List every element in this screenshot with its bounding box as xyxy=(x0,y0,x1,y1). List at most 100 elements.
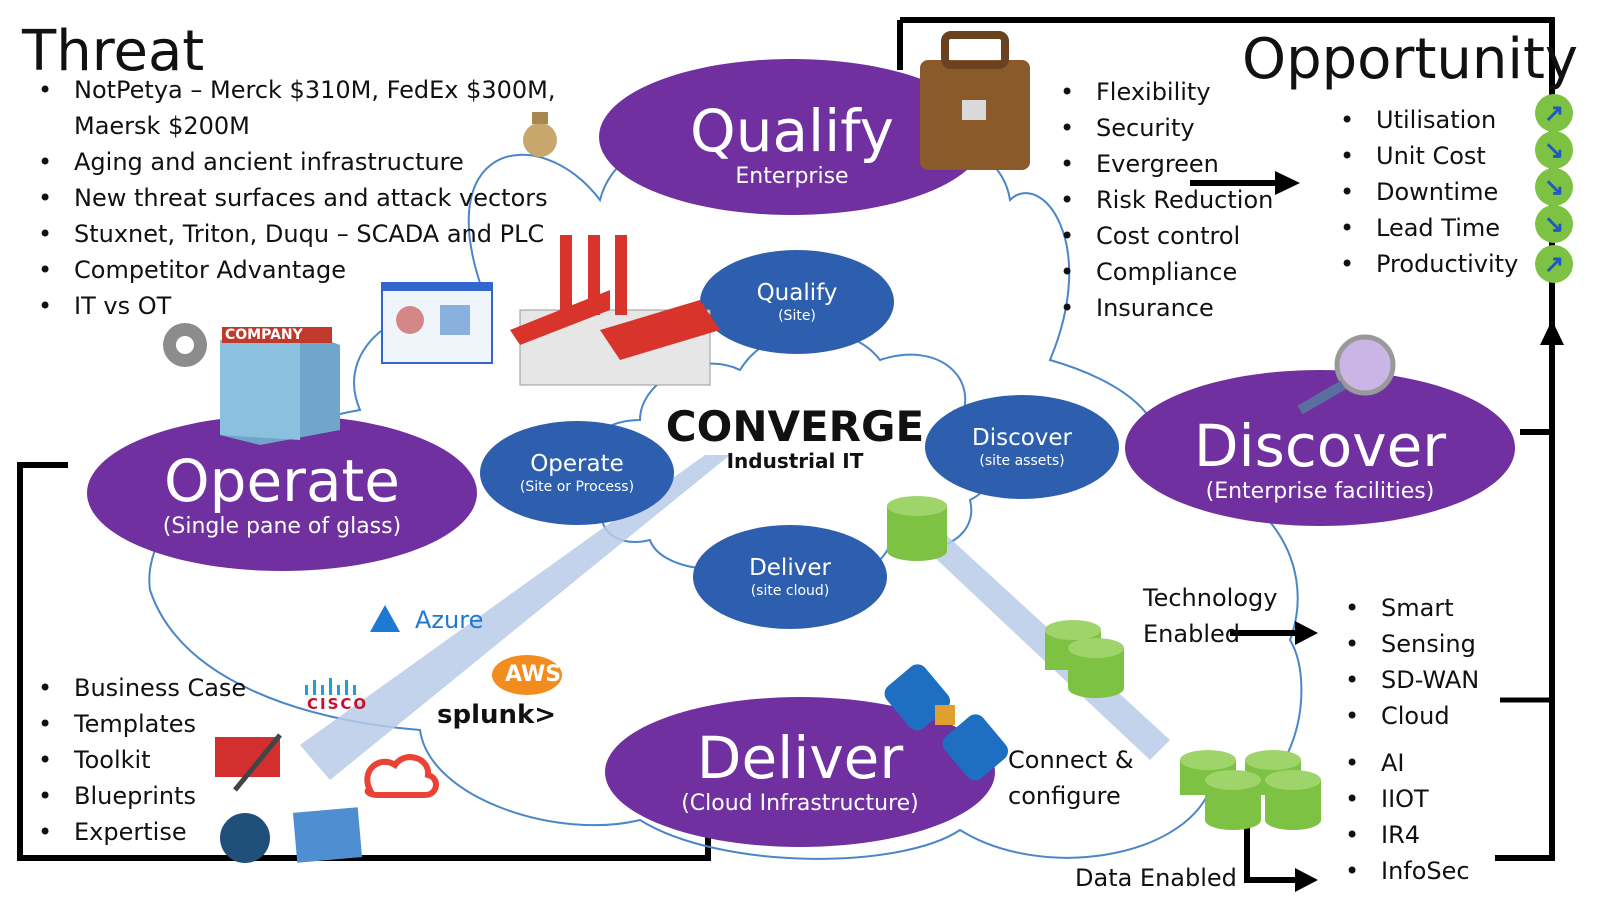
toolkit-item: Templates xyxy=(28,706,258,742)
node-title: Deliver xyxy=(749,555,831,581)
tech-item: Smart xyxy=(1335,590,1535,626)
discover-node: Discover (Enterprise facilities) xyxy=(1128,412,1512,505)
opportunity-item: Utilisation xyxy=(1330,102,1540,138)
opportunity-item: Productivity xyxy=(1330,246,1540,282)
database-icon-2 xyxy=(1045,620,1124,698)
frame-right xyxy=(1495,432,1555,861)
toolkit-list: Business Case Templates Toolkit Blueprin… xyxy=(28,670,258,850)
data-item: AI xyxy=(1335,745,1495,781)
azure-label: Azure xyxy=(415,606,484,634)
opportunity-item: Unit Cost xyxy=(1330,138,1540,174)
data-item: IIOT xyxy=(1335,781,1495,817)
threat-item: New threat surfaces and attack vectors xyxy=(28,180,588,216)
connect-label-2: configure xyxy=(1008,782,1121,810)
aws-label: AWS xyxy=(505,662,562,687)
google-cloud-logo xyxy=(364,754,439,798)
benefit-item: Risk Reduction xyxy=(1050,182,1280,218)
discover-site-ellipse xyxy=(925,395,1119,499)
database-icon-1 xyxy=(887,496,947,561)
tech-enabled-label-2: Enabled xyxy=(1143,620,1240,648)
tech-item: Cloud xyxy=(1335,698,1535,734)
trend-down-icon: ↘ xyxy=(1535,131,1573,169)
threat-item: IT vs OT xyxy=(28,288,588,324)
data-enabled-list: AI IIOT IR4 InfoSec xyxy=(1335,745,1495,889)
benefits-list: Flexibility Security Evergreen Risk Redu… xyxy=(1050,74,1280,326)
company-sign: COMPANY xyxy=(225,327,303,343)
deliver-ellipse xyxy=(605,697,995,847)
toolkit-item: Toolkit xyxy=(28,742,258,778)
benefit-item: Flexibility xyxy=(1050,74,1280,110)
frame-bottom-left xyxy=(17,462,711,861)
center-subtitle: Industrial IT xyxy=(726,449,864,474)
node-title: Operate xyxy=(164,447,400,515)
threat-list: NotPetya – Merck $310M, FedEx $300M, Mae… xyxy=(28,72,588,324)
arrow-data-enabled xyxy=(1295,868,1318,892)
benefit-item: Security xyxy=(1050,110,1280,146)
data-enabled-label: Data Enabled xyxy=(1075,864,1237,892)
trend-down-icon: ↘ xyxy=(1535,205,1573,243)
tech-enabled-label-1: Technology xyxy=(1143,584,1278,612)
beam-left xyxy=(300,455,730,780)
center-label: CONVERGE Industrial IT xyxy=(665,402,925,474)
node-title: Deliver xyxy=(696,724,904,792)
arrow-benefits-to-opportunity xyxy=(1275,171,1300,195)
benefit-item: Evergreen xyxy=(1050,146,1280,182)
magnifier-icon xyxy=(1297,334,1396,415)
qualify-site-ellipse xyxy=(700,250,894,354)
node-title: Discover xyxy=(1193,412,1447,480)
center-title: CONVERGE xyxy=(665,402,925,451)
operate-node: Operate (Single pane of glass) xyxy=(90,447,474,540)
node-title: Discover xyxy=(971,425,1073,451)
data-item: IR4 xyxy=(1335,817,1495,853)
threat-item: Stuxnet, Triton, Duqu – SCADA and PLC xyxy=(28,216,588,252)
qualify-enterprise-node: Qualify Enterprise xyxy=(600,97,984,190)
operate-ellipse xyxy=(87,415,477,571)
cisco-logo-bars xyxy=(305,678,356,695)
trend-up-icon: ↗ xyxy=(1535,245,1573,283)
up-arrowhead xyxy=(1540,320,1564,345)
opportunity-item: Lead Time xyxy=(1330,210,1540,246)
deliver-site-node: Deliver (site cloud) xyxy=(693,555,887,599)
deliver-site-ellipse xyxy=(693,525,887,629)
threat-title: Threat xyxy=(22,19,205,84)
node-subtitle: (Cloud Infrastructure) xyxy=(681,790,919,816)
discover-ellipse xyxy=(1125,370,1515,526)
qualify-site-node: Qualify (Site) xyxy=(700,280,894,324)
node-subtitle: (Enterprise facilities) xyxy=(1205,478,1435,504)
opportunity-list: Utilisation Unit Cost Downtime Lead Time… xyxy=(1330,102,1540,282)
toolkit-item: Expertise xyxy=(28,814,258,850)
opportunity-title: Opportunity xyxy=(1242,27,1579,92)
trend-up-icon: ↗ xyxy=(1535,94,1573,132)
company-building-icon xyxy=(220,327,340,445)
beam-right xyxy=(900,520,1170,760)
splunk-label: splunk> xyxy=(437,700,557,730)
benefit-item: Compliance xyxy=(1050,254,1280,290)
cisco-label: cisco xyxy=(307,695,369,713)
node-subtitle: (Single pane of glass) xyxy=(162,513,402,539)
node-subtitle: (site cloud) xyxy=(750,582,830,599)
toolkit-item: Blueprints xyxy=(28,778,258,814)
plug-connector-icon xyxy=(884,664,1009,781)
azure-logo xyxy=(370,605,400,632)
arrow-tech-enabled xyxy=(1295,621,1318,645)
database-icon-3 xyxy=(1180,750,1321,830)
trend-down-icon: ↘ xyxy=(1535,168,1573,206)
aws-logo xyxy=(492,655,562,695)
node-title: Qualify xyxy=(690,97,894,165)
operate-site-ellipse xyxy=(480,421,674,525)
node-subtitle: (Site or Process) xyxy=(519,478,635,495)
briefcase-icon xyxy=(920,31,1030,170)
discover-site-node: Discover (site assets) xyxy=(925,425,1119,469)
node-subtitle: Enterprise xyxy=(735,163,849,189)
node-subtitle: (site assets) xyxy=(979,452,1065,469)
tech-item: SD-WAN xyxy=(1335,662,1535,698)
qualify-enterprise-ellipse xyxy=(599,59,985,215)
blueprint-icon xyxy=(292,807,363,863)
node-title: Operate xyxy=(530,451,624,477)
benefit-item: Insurance xyxy=(1050,290,1280,326)
threat-item: Competitor Advantage xyxy=(28,252,588,288)
toolkit-item: Business Case xyxy=(28,670,258,706)
benefit-item: Cost control xyxy=(1050,218,1280,254)
operate-site-node: Operate (Site or Process) xyxy=(480,451,674,495)
tech-enabled-list: Smart Sensing SD-WAN Cloud xyxy=(1335,590,1535,734)
